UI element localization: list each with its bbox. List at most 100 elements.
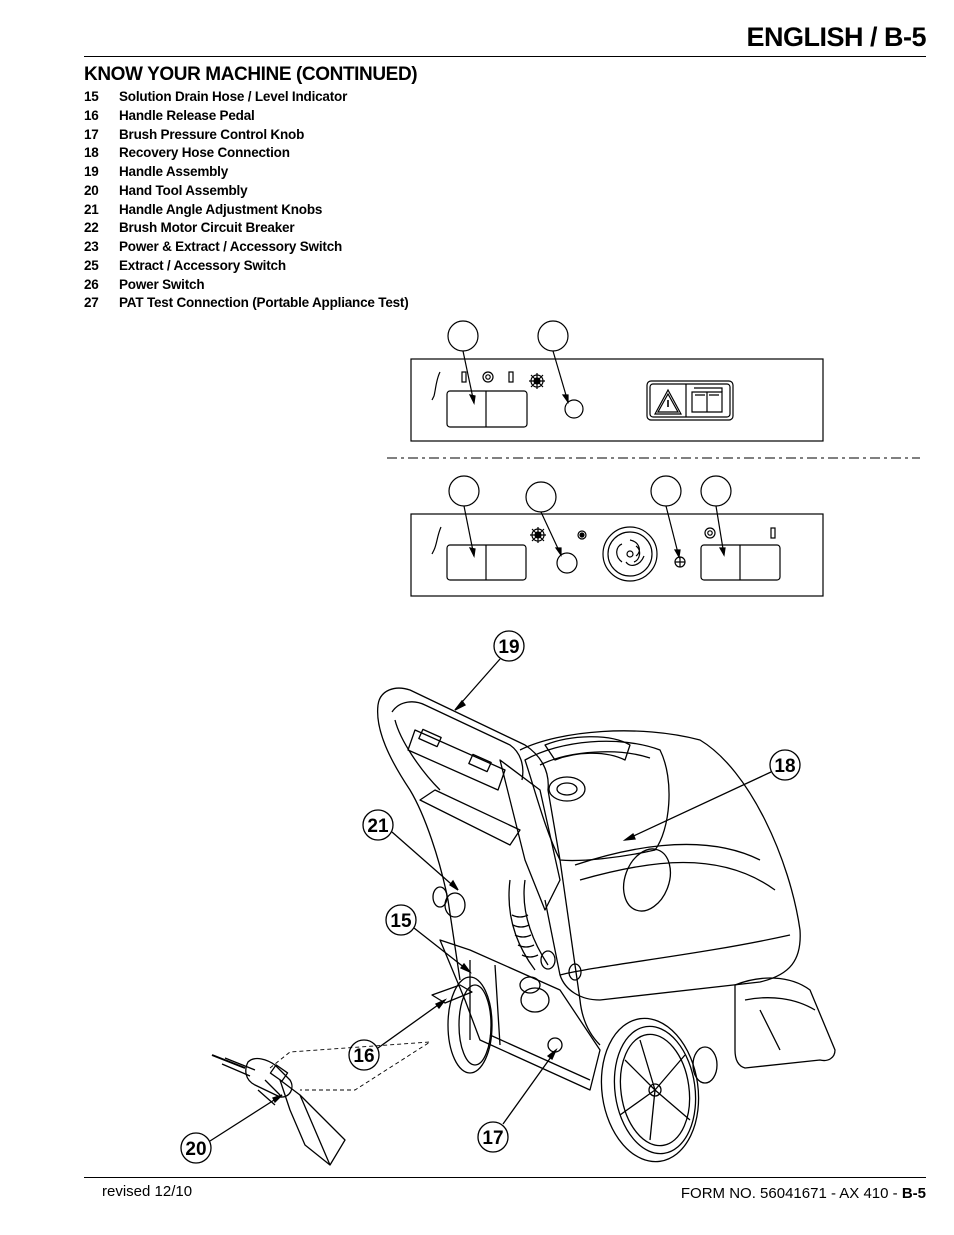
on-symbol-icon	[508, 371, 514, 383]
callout-15-circle	[385, 904, 417, 936]
list-item: 18 Recovery Hose Connection	[84, 144, 409, 163]
hand-tool	[211, 1054, 346, 1166]
wand-icon	[431, 371, 441, 401]
part-number: 15	[84, 89, 99, 104]
leader-line	[462, 350, 475, 404]
callout-18-circle	[769, 749, 801, 781]
part-label: Power & Extract / Accessory Switch	[119, 239, 343, 254]
part-label: Power Switch	[119, 276, 205, 292]
circuit-breaker	[564, 399, 584, 419]
list-item: 23 Power & Extract / Accessory Switch	[84, 238, 409, 257]
brush-symbol-icon	[530, 527, 546, 543]
part-label: Solution Drain Hose / Level Indicator	[119, 89, 348, 104]
callout-circle	[700, 475, 732, 507]
part-number: 26	[84, 276, 99, 292]
part-number: 20	[84, 182, 99, 198]
callout-circle	[448, 475, 480, 507]
panel-frame	[410, 358, 824, 442]
list-item: 22 Brush Motor Circuit Breaker	[84, 219, 409, 238]
caster-wheel	[692, 1046, 718, 1084]
part-label: Extract / Accessory Switch	[119, 257, 286, 273]
brush-head	[734, 977, 836, 1069]
leader-line	[377, 999, 446, 1049]
revision-note: revised 12/10	[102, 1183, 193, 1200]
callout-18-label: 18	[774, 756, 795, 777]
list-item: 25 Extract / Accessory Switch	[84, 257, 409, 276]
leader-line	[463, 505, 475, 557]
tool-hose-path	[269, 1041, 431, 1091]
list-item: 21 Handle Angle Adjustment Knobs	[84, 201, 409, 220]
callout-21-circle	[362, 809, 394, 841]
control-panel-lower	[410, 475, 824, 597]
section-title: KNOW YOUR MACHINE (CONTINUED)	[84, 64, 418, 85]
recovery-hose-port	[548, 776, 586, 802]
callouts	[180, 630, 801, 1164]
header-rule	[84, 56, 926, 57]
callout-circle	[447, 320, 479, 352]
handle-release-pedal	[431, 984, 473, 1004]
page-number: B-5	[901, 1185, 926, 1202]
machine-drawing	[211, 687, 836, 1166]
callout-16-label: 16	[353, 1046, 374, 1067]
handle-crossbar	[419, 789, 521, 846]
part-label: Brush Motor Circuit Breaker	[119, 220, 295, 236]
callout-17-circle	[477, 1121, 509, 1153]
callout-19-label: 19	[498, 637, 519, 658]
part-number: 25	[84, 257, 99, 273]
control-panel-upper	[410, 320, 824, 442]
callout-20-circle	[180, 1132, 212, 1164]
callout-21-label: 21	[367, 816, 389, 837]
part-number: 16	[84, 107, 99, 123]
brush-symbol-icon	[529, 373, 545, 389]
callout-circle	[537, 320, 569, 352]
list-item: 26 Power Switch	[84, 276, 409, 295]
lid-handle	[544, 736, 631, 761]
handle-frame-left	[376, 704, 461, 981]
handle-frame-right	[377, 687, 601, 1046]
pat-connection-icon	[674, 556, 686, 568]
circuit-breaker	[556, 552, 578, 574]
part-number: 23	[84, 239, 99, 254]
manual-book-icon	[691, 387, 723, 413]
handle-angle-knob	[444, 892, 466, 918]
part-number: 18	[84, 145, 99, 161]
page-header-title: ENGLISH / B-5	[746, 22, 926, 52]
callout-19-circle	[493, 630, 525, 662]
vacuum-motor-icon	[602, 526, 658, 582]
handle-control-panel	[407, 729, 506, 791]
part-number: 21	[84, 201, 99, 217]
hose-clip	[499, 759, 561, 911]
part-label: Handle Release Pedal	[119, 107, 255, 123]
footer-rule	[84, 1177, 926, 1178]
on-symbol-icon	[770, 527, 776, 539]
form-number-text: FORM NO. 56041671 - AX 410 -	[680, 1185, 902, 1202]
motor-housing	[520, 987, 550, 1013]
left-wheel	[447, 976, 493, 1074]
panel-frame	[410, 513, 824, 597]
on-symbol-icon	[461, 371, 467, 383]
adjustment-knob	[540, 950, 556, 970]
list-item: 27 PAT Test Connection (Portable Applianc…	[84, 294, 409, 313]
part-label: Brush Pressure Control Knob	[119, 126, 305, 142]
part-number: 27	[84, 295, 99, 311]
part-label: PAT Test Connection (Portable Appliance …	[119, 295, 409, 311]
callout-15-label: 15	[390, 911, 412, 932]
warning-label	[646, 380, 734, 421]
part-number: 22	[84, 220, 99, 236]
leader-line	[413, 927, 471, 973]
part-label: Recovery Hose Connection	[119, 145, 290, 161]
standby-symbol-icon	[704, 527, 716, 539]
callout-16-circle	[348, 1039, 380, 1071]
tank-body	[519, 730, 801, 1001]
list-item: 16 Handle Release Pedal	[84, 107, 409, 126]
solution-hose	[508, 879, 536, 971]
part-label: Handle Angle Adjustment Knobs	[119, 201, 323, 217]
leader-line	[715, 505, 725, 556]
list-item: 15 Solution Drain Hose / Level Indicator	[84, 88, 409, 107]
callout-17-label: 17	[482, 1128, 503, 1149]
brush-pressure-knob	[547, 1037, 563, 1053]
